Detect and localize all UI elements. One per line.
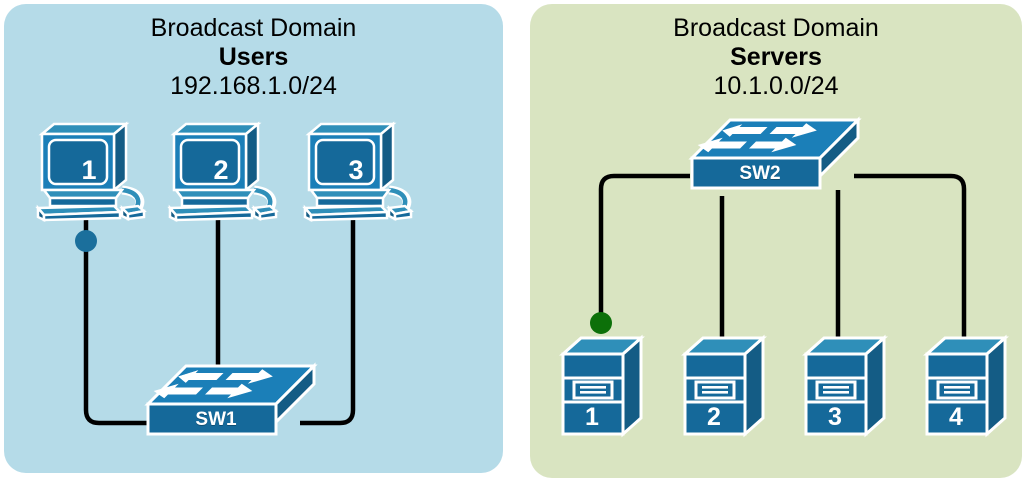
servers-domain-title-line1: Broadcast Domain	[673, 14, 879, 42]
pc-2[interactable]: 2	[162, 118, 282, 223]
server-drive-glyph	[936, 380, 978, 400]
server-3[interactable]: 3	[802, 332, 888, 442]
server-drive-glyph	[815, 380, 857, 400]
users-domain-title-line1: Broadcast Domain	[150, 14, 357, 42]
server-1[interactable]: 1	[559, 332, 645, 442]
switch-sw2[interactable]: SW2	[684, 112, 866, 196]
pc-1[interactable]: 1	[30, 118, 150, 223]
users-domain-subnet: 192.168.1.0/24	[170, 72, 337, 100]
link-marker-dot-users	[75, 230, 97, 252]
users-domain-name: Users	[218, 43, 289, 71]
switch-sw1[interactable]: SW1	[140, 358, 322, 442]
server-4[interactable]: 4	[923, 332, 1009, 442]
server-drive-glyph	[694, 380, 736, 400]
server-drive-glyph	[572, 380, 614, 400]
pc-3[interactable]: 3	[297, 118, 417, 223]
servers-domain-subnet: 10.1.0.0/24	[713, 72, 839, 100]
server-2[interactable]: 2	[681, 332, 767, 442]
link-marker-dot-servers	[590, 312, 612, 334]
servers-domain-name: Servers	[730, 43, 822, 71]
